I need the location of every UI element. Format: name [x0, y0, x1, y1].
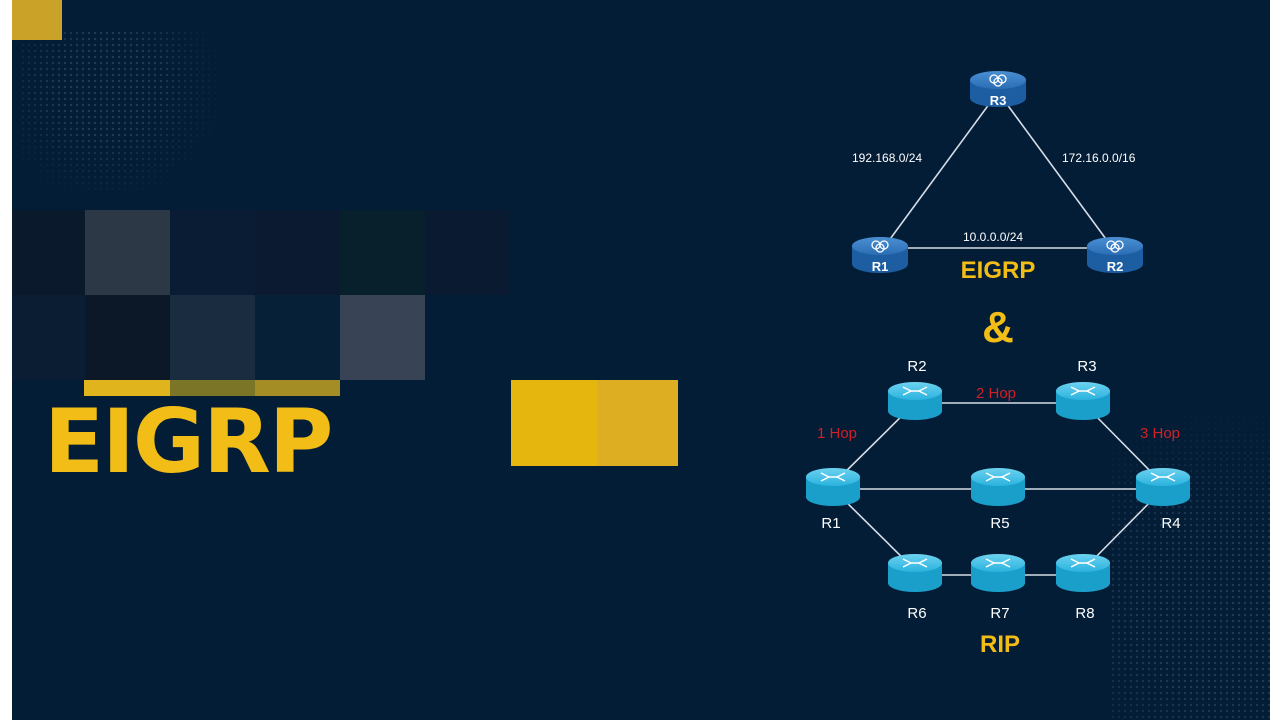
network-label: 10.0.0.0/24 [963, 230, 1023, 244]
router-label: R7 [990, 605, 1009, 622]
router-label: R2 [1107, 259, 1124, 274]
router-label: R3 [1077, 358, 1096, 375]
router-eigrp-r1: R1 [852, 237, 908, 274]
router-rip-r2: R2 [888, 358, 942, 420]
router-rip-r1: R1 [806, 468, 860, 532]
router-label: R8 [1075, 605, 1094, 622]
router-rip-r4: R4 [1136, 468, 1190, 532]
right-border-strip [1270, 0, 1280, 720]
link-r3-r2 [997, 91, 1115, 251]
router-label: R2 [907, 358, 926, 375]
mosaic-tile [85, 295, 170, 380]
dot-pattern-top-left [20, 30, 240, 190]
router-emblem-icon [989, 74, 1007, 87]
mosaic-tile [85, 210, 170, 295]
mosaic-tile [0, 295, 85, 380]
link-r1-r3 [881, 91, 999, 251]
router-emblem-icon [1106, 240, 1124, 253]
router-arrows-icon [902, 386, 928, 396]
router-arrows-icon [820, 472, 846, 482]
protocol-label-rip: RIP [980, 631, 1020, 658]
mosaic-tile [255, 295, 340, 380]
hop-label: 1 Hop [817, 425, 857, 442]
hop-label: 2 Hop [976, 385, 1016, 402]
mosaic-tile [255, 210, 340, 295]
mosaic-tile [425, 210, 510, 295]
network-label: 172.16.0.0/16 [1062, 151, 1136, 165]
router-emblem-icon [871, 240, 889, 253]
network-label: 192.168.0/24 [852, 151, 922, 165]
router-arrows-icon [1150, 472, 1176, 482]
yellow-strip [170, 380, 255, 396]
router-label: R4 [1161, 515, 1180, 532]
mosaic-tile [340, 210, 425, 295]
left-border-strip [0, 0, 12, 720]
router-label: R1 [872, 259, 889, 274]
mosaic-tile [340, 295, 425, 380]
pixelated-title-area [0, 210, 510, 380]
hop-label: 3 Hop [1140, 425, 1180, 442]
mosaic-tile [170, 210, 255, 295]
main-title: EIGRP [44, 390, 333, 493]
eigrp-links [881, 91, 1115, 251]
router-arrows-icon [902, 558, 928, 568]
router-rip-r5: R5 [971, 468, 1025, 532]
router-label: R6 [907, 605, 926, 622]
yellow-block [511, 380, 597, 466]
router-eigrp-r3: R3 [970, 71, 1026, 108]
router-rip-r6: R6 [888, 554, 942, 622]
mosaic-tile [170, 295, 255, 380]
yellow-block [597, 380, 678, 466]
router-rip-r3: R3 [1056, 358, 1110, 420]
router-eigrp-r2: R2 [1087, 237, 1143, 274]
router-label: R3 [990, 93, 1007, 108]
dot-pattern-bottom-right [1110, 360, 1270, 720]
protocol-label-eigrp: EIGRP [961, 257, 1036, 284]
router-label: R1 [821, 515, 840, 532]
mosaic-tile [0, 210, 85, 295]
router-arrows-icon [985, 472, 1011, 482]
router-rip-r7: R7 [971, 554, 1025, 622]
yellow-strip [255, 380, 340, 396]
yellow-strip [84, 380, 170, 396]
router-label: R5 [990, 515, 1009, 532]
router-arrows-icon [1070, 386, 1096, 396]
ampersand: & [982, 303, 1014, 352]
router-arrows-icon [1070, 558, 1096, 568]
router-rip-r8: R8 [1056, 554, 1110, 622]
router-arrows-icon [985, 558, 1011, 568]
